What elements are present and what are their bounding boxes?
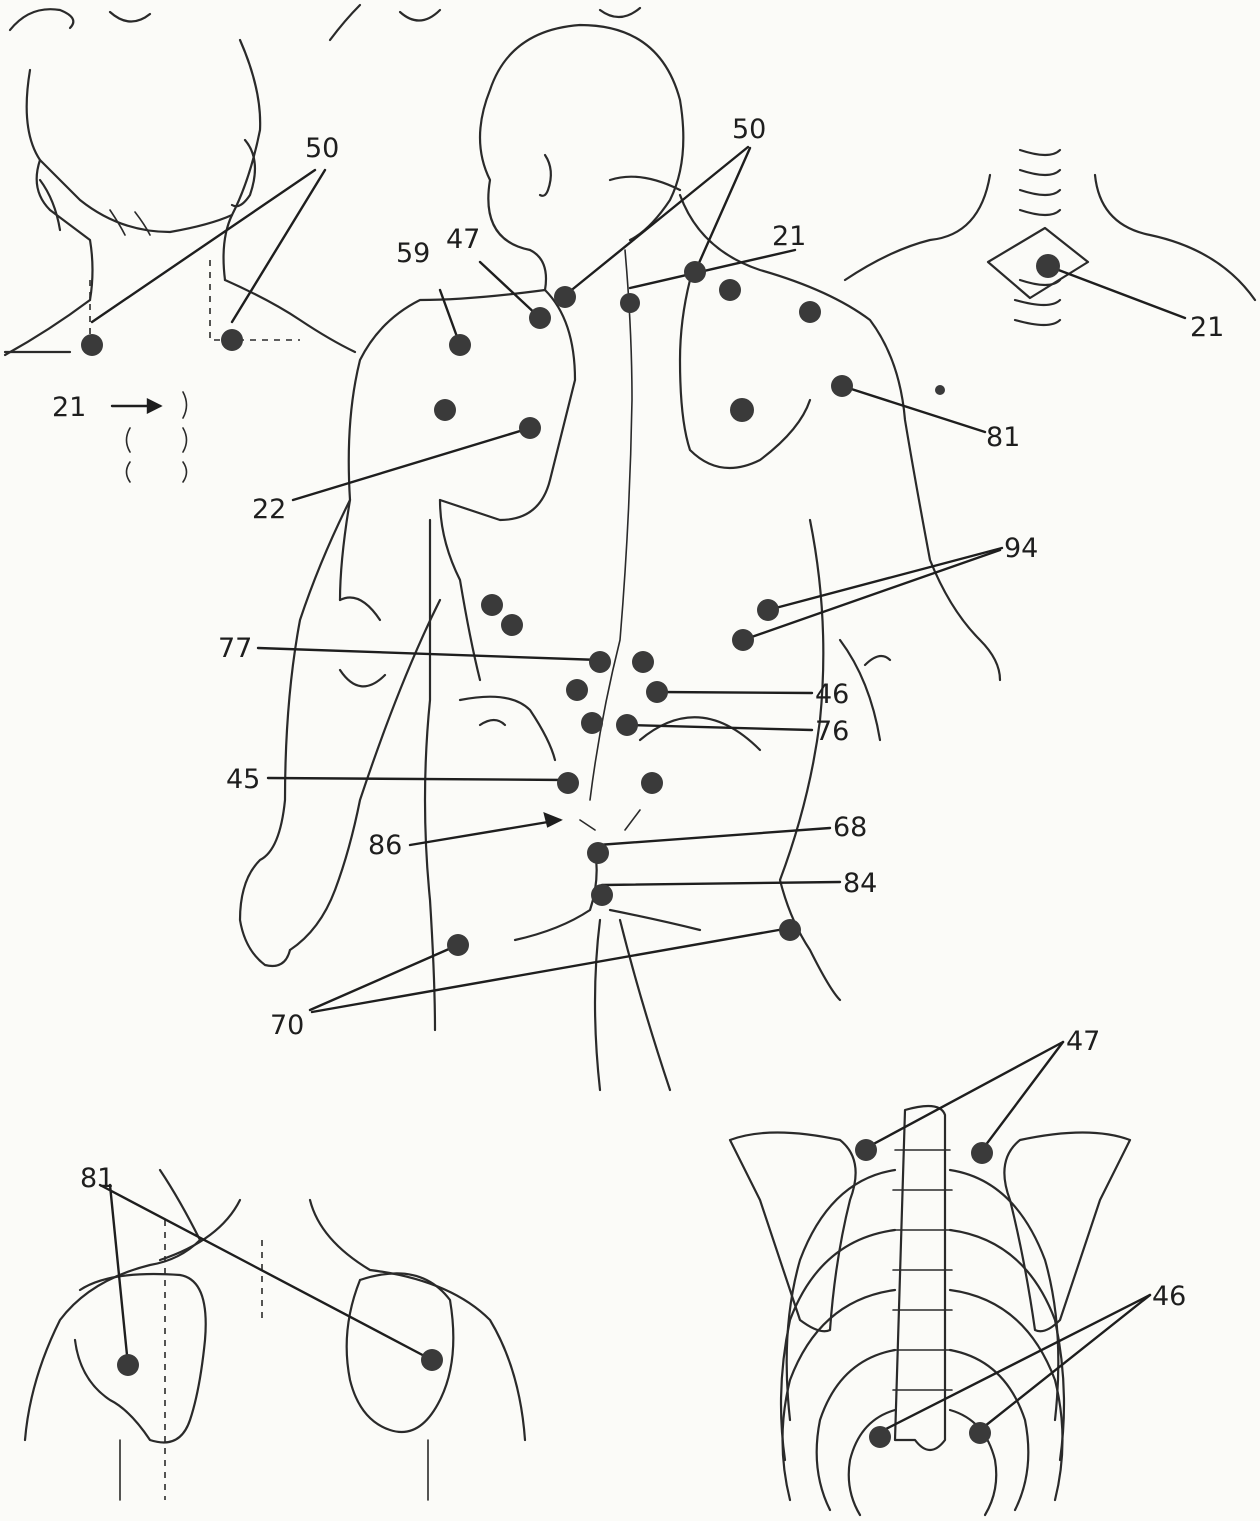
label-46-back: 46 (815, 679, 849, 710)
label-84: 84 (843, 868, 877, 899)
point-scap-left (434, 399, 456, 421)
point-45 (557, 772, 579, 794)
point-68 (587, 842, 609, 864)
point-mid-b (501, 614, 523, 636)
label-21-throat: 21 (1190, 312, 1224, 343)
point-small (935, 385, 945, 395)
point-shoulder-b (799, 301, 821, 323)
pressure-points (81, 254, 1060, 1448)
label-70: 70 (270, 1010, 304, 1041)
chest-inset (25, 1170, 525, 1500)
point-94-a (757, 599, 779, 621)
point-21-back (684, 261, 706, 283)
label-21-back: 21 (772, 221, 806, 252)
point-45-pair (641, 772, 663, 794)
point-50-right (221, 329, 243, 351)
label-47-back: 47 (446, 224, 480, 255)
point-scap-right (730, 398, 754, 422)
label-47-ribs: 47 (1066, 1026, 1100, 1057)
label-21-neck: 21 (52, 392, 86, 423)
point-46-ribs-right (969, 1422, 991, 1444)
point-77-pair (632, 651, 654, 673)
point-46-back (646, 681, 668, 703)
label-46-ribs: 46 (1152, 1281, 1186, 1312)
label-81-back: 81 (986, 422, 1020, 453)
point-76-left (581, 712, 603, 734)
label-59: 59 (396, 238, 430, 269)
label-68: 68 (833, 812, 867, 843)
point-lumbar-left (566, 679, 588, 701)
point-mid-a (481, 594, 503, 616)
point-84 (591, 884, 613, 906)
label-22: 22 (252, 494, 286, 525)
back-figure (240, 25, 1000, 1090)
point-21-throat (1036, 254, 1060, 278)
point-94-b (732, 629, 754, 651)
point-76 (616, 714, 638, 736)
point-70-right (779, 919, 801, 941)
label-81-chest: 81 (80, 1163, 114, 1194)
point-77 (589, 651, 611, 673)
label-45: 45 (226, 764, 260, 795)
labels: 50 21 59 47 50 21 21 81 22 94 77 46 76 4… (52, 114, 1224, 1312)
point-47-back (529, 307, 551, 329)
label-50-neck: 50 (305, 133, 339, 164)
label-86: 86 (368, 830, 402, 861)
label-50-back: 50 (732, 114, 766, 145)
point-spine-top (620, 293, 640, 313)
point-81-back (831, 375, 853, 397)
point-70-left (447, 934, 469, 956)
throat-inset (845, 150, 1255, 325)
neck-inset (5, 40, 355, 355)
title-fragment-strokes (10, 5, 640, 40)
label-94: 94 (1004, 533, 1038, 564)
point-shoulder-a (719, 279, 741, 301)
label-77: 77 (218, 633, 252, 664)
point-47-ribs-right (971, 1142, 993, 1164)
ribcage-inset (730, 1106, 1130, 1515)
point-22 (519, 417, 541, 439)
point-81-chest-left (117, 1354, 139, 1376)
label-76: 76 (815, 716, 849, 747)
point-50-back (554, 286, 576, 308)
point-50-left (81, 334, 103, 356)
point-46-ribs-left (869, 1426, 891, 1448)
point-59 (449, 334, 471, 356)
point-47-ribs-left (855, 1139, 877, 1161)
point-81-chest-right (421, 1349, 443, 1371)
